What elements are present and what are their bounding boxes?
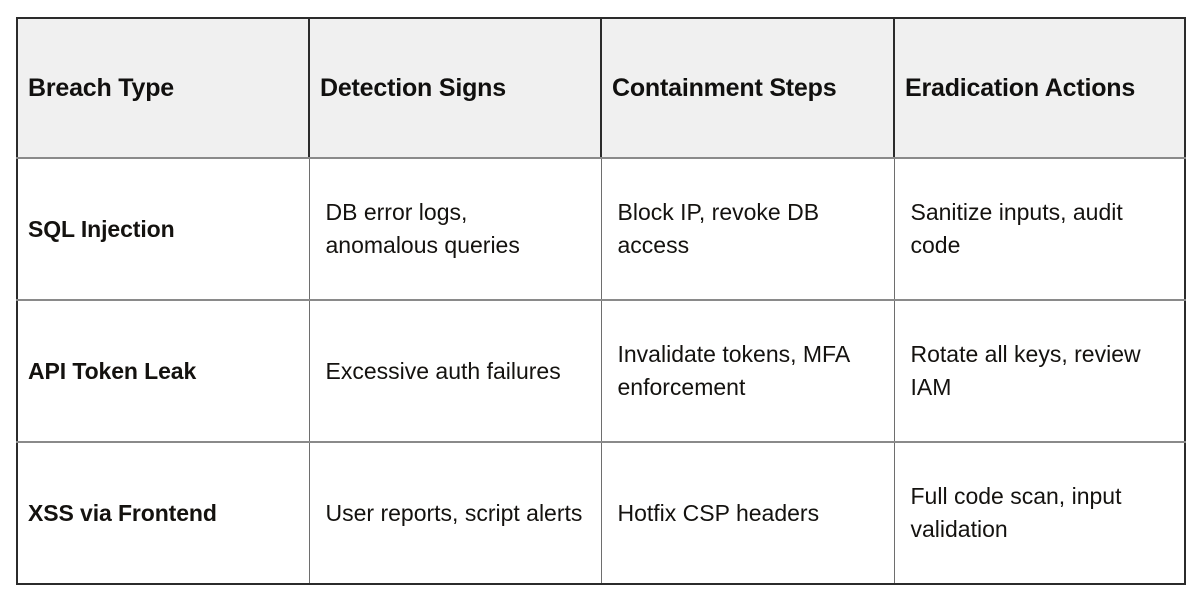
cell-text: API Token Leak — [28, 357, 197, 384]
column-header-breach-type: Breach Type — [16, 17, 309, 159]
cell-text: Invalidate tokens, MFA enforcement — [617, 341, 849, 400]
cell-text: Excessive auth failures — [325, 357, 561, 384]
cell-breach-type: SQL Injection — [16, 158, 309, 301]
cell-text: Full code scan, input validation — [910, 483, 1122, 542]
table-header-row: Breach Type Detection Signs Containment … — [16, 17, 1186, 159]
cell-text: Block IP, revoke DB access — [617, 199, 820, 258]
cell-text: User reports, script alerts — [325, 499, 583, 526]
table-row: API Token Leak Excessive auth failures I… — [16, 300, 1186, 443]
cell-breach-type: XSS via Frontend — [16, 442, 309, 585]
cell-text: DB error logs, anomalous queries — [325, 199, 520, 258]
cell-containment-steps: Block IP, revoke DB access — [600, 158, 894, 301]
column-header-detection-signs: Detection Signs — [308, 17, 601, 159]
table-body: SQL Injection DB error logs, anomalous q… — [16, 158, 1186, 585]
cell-containment-steps: Hotfix CSP headers — [600, 442, 894, 585]
column-header-containment-steps: Containment Steps — [600, 17, 894, 159]
cell-eradication-actions: Sanitize inputs, audit code — [893, 158, 1186, 301]
cell-detection-signs: Excessive auth failures — [308, 300, 601, 443]
cell-detection-signs: DB error logs, anomalous queries — [308, 158, 601, 301]
cell-text: Hotfix CSP headers — [617, 499, 820, 526]
cell-breach-type: API Token Leak — [16, 300, 309, 443]
table-header: Breach Type Detection Signs Containment … — [16, 17, 1186, 159]
cell-detection-signs: User reports, script alerts — [308, 442, 601, 585]
column-header-eradication-actions: Eradication Actions — [893, 17, 1186, 159]
table-row: XSS via Frontend User reports, script al… — [16, 442, 1186, 585]
cell-eradication-actions: Rotate all keys, review IAM — [893, 300, 1186, 443]
breach-response-table: Breach Type Detection Signs Containment … — [16, 17, 1186, 585]
cell-eradication-actions: Full code scan, input validation — [893, 442, 1186, 585]
cell-containment-steps: Invalidate tokens, MFA enforcement — [600, 300, 894, 443]
cell-text: XSS via Frontend — [28, 499, 217, 526]
cell-text: Sanitize inputs, audit code — [910, 199, 1123, 258]
cell-text: SQL Injection — [28, 215, 175, 242]
table-row: SQL Injection DB error logs, anomalous q… — [16, 158, 1186, 301]
breach-response-table-container: Breach Type Detection Signs Containment … — [16, 17, 1186, 585]
cell-text: Rotate all keys, review IAM — [910, 341, 1141, 400]
